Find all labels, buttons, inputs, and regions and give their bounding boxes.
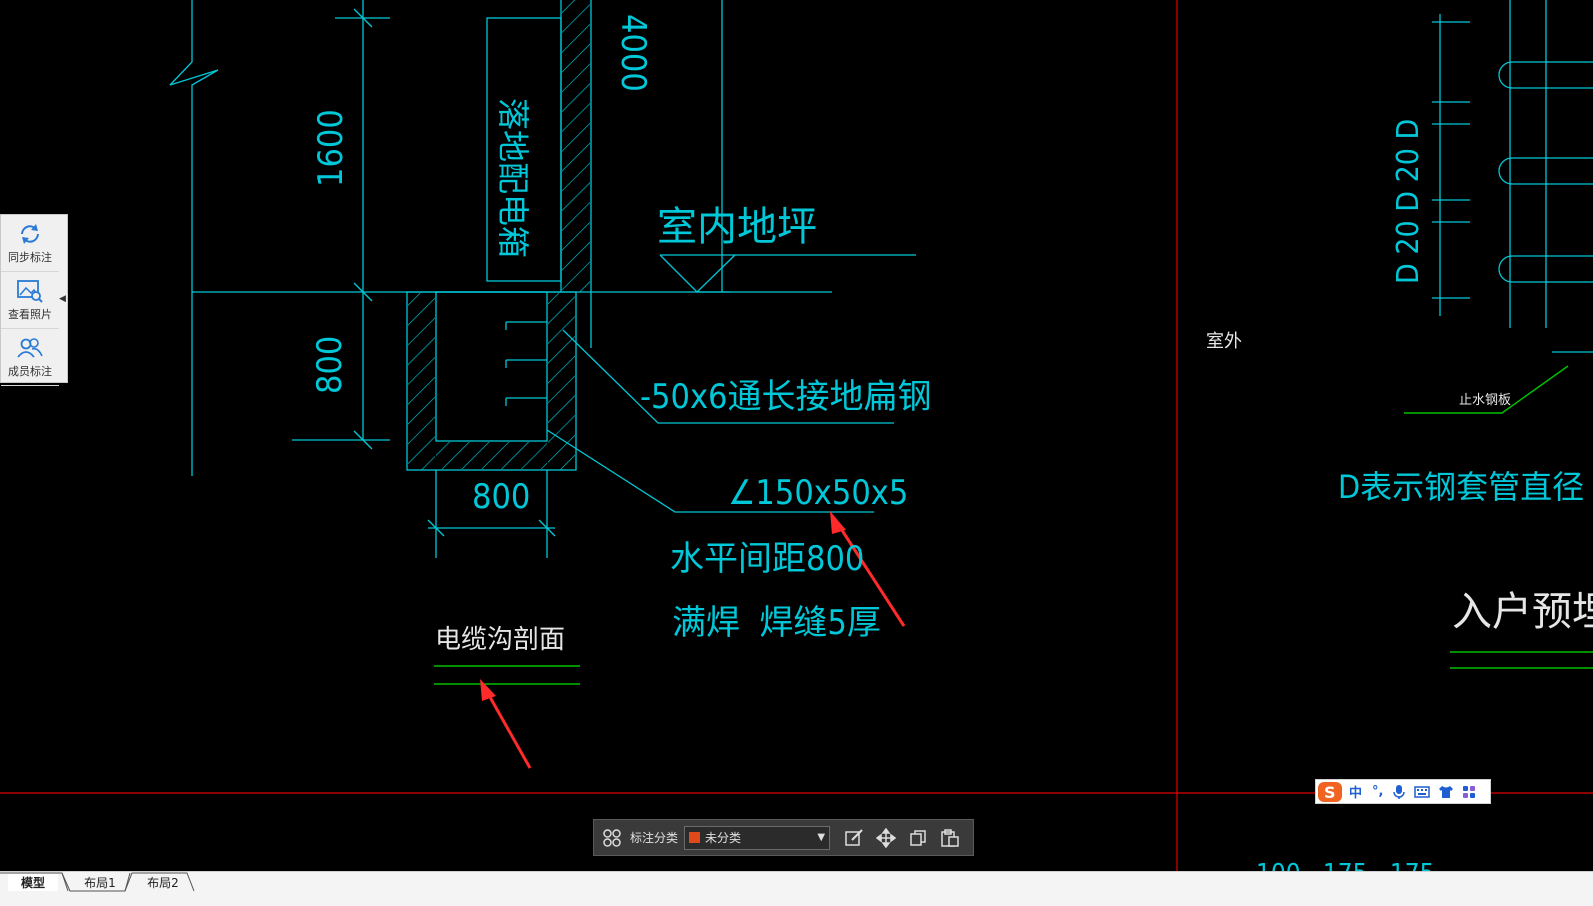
category-select[interactable]: 未分类 ▼: [684, 825, 831, 850]
triangle-left-icon: ◀: [59, 293, 66, 304]
sync-annotation-button[interactable]: 同步标注: [1, 215, 59, 272]
sogou-logo-icon[interactable]: S: [1316, 780, 1344, 804]
annotation-toolbar: 标注分类 未分类 ▼: [593, 819, 974, 856]
members-icon: [17, 338, 43, 358]
flat-steel-label: -50x6通长接地扁钢: [640, 377, 932, 417]
dim-800-vertical-label: 800: [310, 336, 350, 394]
dim-4000-label: 4000: [613, 14, 653, 92]
move-button[interactable]: [872, 824, 900, 852]
category-value: 未分类: [705, 831, 742, 845]
d-note-label: D表示钢套管直径: [1338, 468, 1584, 506]
ime-toolbar: S 中 °,: [1315, 779, 1491, 804]
keyboard-icon[interactable]: [1414, 785, 1431, 799]
indoor-floor-label: 室内地坪: [657, 204, 817, 250]
svg-text:S: S: [1324, 783, 1336, 802]
dim-1600-label: 1600: [311, 109, 351, 187]
section-title: 电缆沟剖面: [435, 625, 565, 655]
tab-outline: [0, 872, 195, 892]
dim-800-horizontal-label: 800: [472, 477, 530, 517]
spacing-label: 水平间距800: [670, 539, 864, 579]
d-dims-label: D 20 D 20 D: [1391, 119, 1426, 284]
apps-icon[interactable]: [1462, 785, 1476, 799]
category-label: 标注分类: [630, 831, 679, 845]
copy-icon: [910, 829, 926, 846]
crosshair-lines: [0, 0, 1593, 871]
sync-annotation-label: 同步标注: [8, 251, 52, 264]
tab-layout1[interactable]: 布局1: [84, 876, 116, 890]
microphone-icon[interactable]: [1392, 784, 1406, 800]
ime-punctuation-mode[interactable]: °,: [1372, 784, 1384, 799]
view-photo-label: 查看照片: [8, 308, 52, 321]
copy-button[interactable]: [904, 824, 932, 852]
paste-icon: [941, 828, 959, 847]
green-lines: [434, 365, 1593, 685]
chevron-down-icon: ▼: [817, 832, 826, 843]
edit-button[interactable]: [840, 824, 868, 852]
layout-tab-strip: 模型 布局1 布局2: [0, 871, 1593, 906]
entry-title: 入户预埋: [1452, 589, 1593, 635]
edit-icon: [845, 828, 863, 846]
panel-label: 落地配电箱: [494, 98, 532, 258]
drawing-linework: [169, 0, 1593, 558]
tab-model[interactable]: 模型: [8, 874, 58, 891]
category-color-swatch: [689, 832, 701, 843]
collapse-panel-button[interactable]: ◀: [58, 215, 67, 382]
view-photo-button[interactable]: 查看照片: [1, 272, 59, 329]
ime-chinese-mode[interactable]: 中: [1349, 786, 1363, 801]
skin-shirt-icon[interactable]: [1438, 785, 1454, 799]
member-annotation-label: 成员标注: [8, 365, 52, 378]
tab-layout2[interactable]: 布局2: [147, 876, 179, 890]
weld-label: 满焊 焊缝5厚: [672, 603, 881, 643]
category-grid-button[interactable]: [598, 824, 626, 852]
photo-search-icon: [17, 280, 43, 303]
side-tool-panel: 同步标注 查看照片 成员标注 ◀: [0, 214, 68, 386]
outdoor-label: 室外: [1206, 331, 1242, 352]
paste-button[interactable]: [936, 824, 964, 852]
member-annotation-button[interactable]: 成员标注: [1, 329, 59, 386]
move-icon: [876, 827, 897, 848]
grid-icon: [603, 828, 621, 847]
water-stop-label: 止水钢板: [1459, 393, 1511, 408]
sync-icon: [21, 224, 39, 244]
hatch-fills: [408, 0, 590, 470]
angle-steel-label: ∠150x50x5: [728, 473, 908, 513]
red-arrows: [480, 511, 906, 769]
